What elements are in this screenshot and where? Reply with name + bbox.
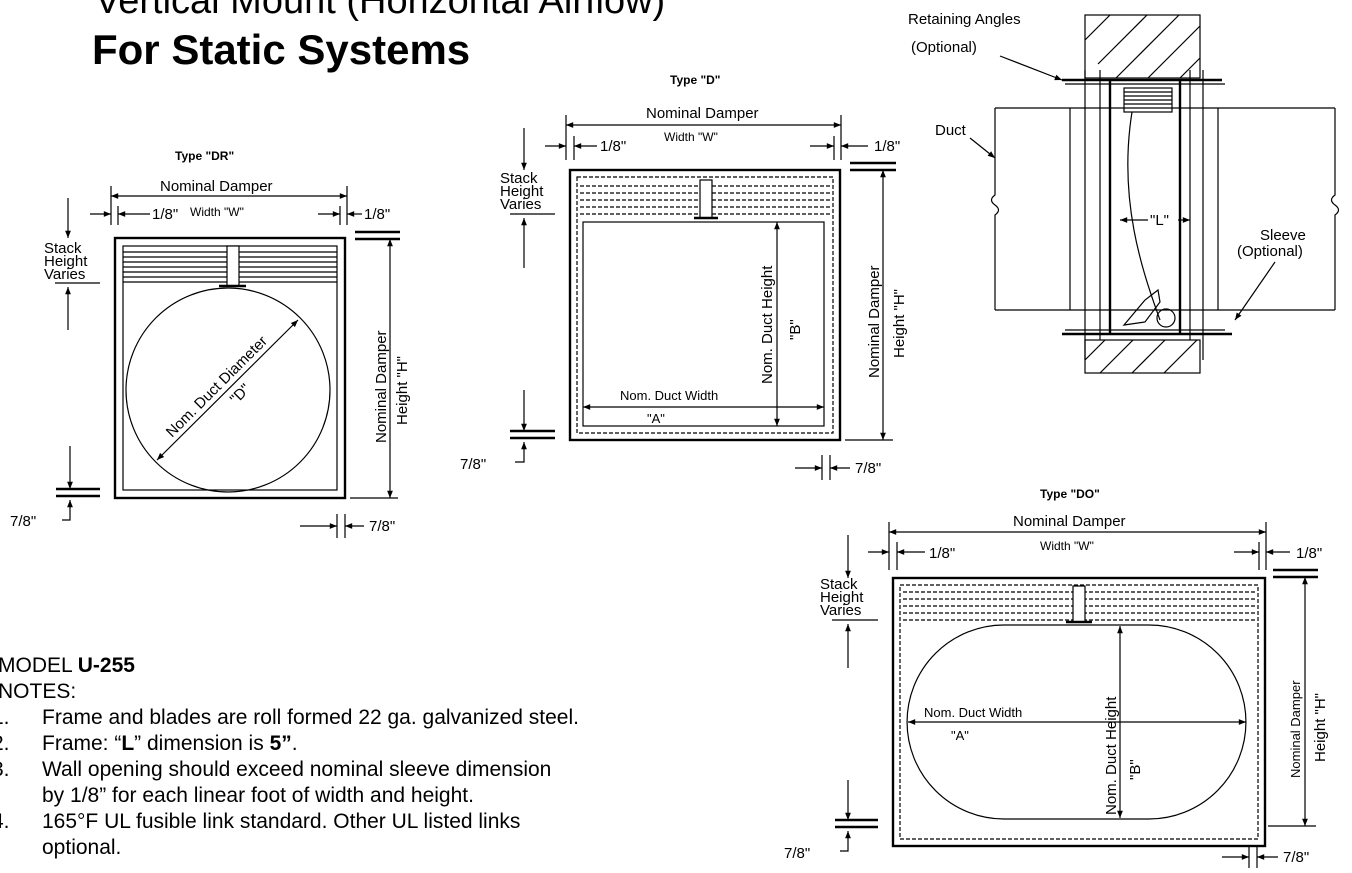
type-d-stack-1: Stack bbox=[500, 170, 538, 187]
type-dr-seven-eighths-left: 7/8" bbox=[10, 513, 36, 530]
type-do-seven-eighths-left: 7/8" bbox=[784, 845, 810, 862]
type-d-stack-3: Varies bbox=[500, 196, 541, 213]
type-do-seven-eighths-right: 7/8" bbox=[1283, 849, 1309, 866]
section-retaining-2: (Optional) bbox=[911, 39, 977, 56]
type-dr-nominal-damper: Nominal Damper bbox=[160, 178, 273, 195]
type-do-eighth-left: 1/8" bbox=[929, 545, 955, 562]
note-text: Frame and blades are roll formed 22 ga. … bbox=[42, 706, 579, 729]
type-d-b-label: "B" bbox=[787, 319, 804, 340]
section-duct-label: Duct bbox=[935, 122, 967, 139]
notes-heading: NOTES: bbox=[0, 680, 77, 703]
type-dr-nom-damper-v: Nominal Damper bbox=[373, 330, 390, 443]
type-d-height-h: Height "H" bbox=[891, 289, 908, 358]
type-dr-duct-circle bbox=[125, 287, 331, 493]
type-do-width-w: Width "W" bbox=[1040, 539, 1094, 553]
type-dr-diagram: Type "DR" Nominal Damper 1/8" Width "W" … bbox=[10, 149, 411, 538]
type-d-duct-height: Nom. Duct Height bbox=[759, 265, 776, 384]
type-d-diagram: Type "D" Nominal Damper 1/8" Width "W" 1… bbox=[460, 73, 908, 480]
note-item: 2.Frame: “L” dimension is 5”. bbox=[0, 732, 298, 755]
type-d-a-label: "A" bbox=[647, 411, 665, 426]
page-title-line-1: Vertical Mount (Horizontal Airflow) bbox=[95, 0, 666, 22]
type-do-label: Type "DO" bbox=[1040, 487, 1100, 501]
notes-block: MODEL U-255 NOTES: 1.Frame and blades ar… bbox=[0, 653, 758, 861]
type-dr-frame bbox=[113, 236, 347, 500]
type-dr-diameter: Nom. Duct Diameter bbox=[163, 333, 271, 441]
type-do-nom-damper-v: Nominal Damper bbox=[1288, 680, 1303, 778]
section-retaining-1: Retaining Angles bbox=[908, 11, 1021, 28]
model-prefix: MODEL bbox=[0, 654, 78, 677]
type-do-duct-height: Nom. Duct Height bbox=[1103, 696, 1120, 815]
type-d-eighth-left: 1/8" bbox=[600, 138, 626, 155]
type-d-nominal-damper: Nominal Damper bbox=[646, 105, 759, 122]
type-do-nominal-damper: Nominal Damper bbox=[1013, 513, 1126, 530]
type-do-stack-2: Height bbox=[820, 589, 864, 606]
model-line: MODEL U-255 bbox=[0, 653, 758, 679]
type-dr-height-h: Height "H" bbox=[394, 356, 411, 425]
type-dr-stack-2: Height bbox=[44, 253, 88, 270]
type-do-diagram: Type "DO" Nominal Damper 1/8" Width "W" … bbox=[784, 487, 1329, 868]
type-do-height-h: Height "H" bbox=[1312, 693, 1329, 762]
section-l-label: "L" bbox=[1150, 212, 1169, 229]
type-d-duct-width: Nom. Duct Width bbox=[620, 388, 718, 403]
page-title-line-2: For Static Systems bbox=[92, 26, 471, 73]
type-d-seven-eighths-right: 7/8" bbox=[855, 460, 881, 477]
section-sleeve-1: Sleeve bbox=[1260, 227, 1306, 244]
type-dr-eighth-right: 1/8" bbox=[364, 206, 390, 223]
type-do-b-label: "B" bbox=[1127, 759, 1144, 780]
type-do-frame bbox=[891, 576, 1267, 848]
type-do-stack-1: Stack bbox=[820, 576, 858, 593]
type-d-eighth-right: 1/8" bbox=[874, 138, 900, 155]
note-item: 3.Wall opening should exceed nominal sle… bbox=[0, 758, 552, 807]
type-d-label: Type "D" bbox=[670, 73, 721, 87]
type-d-seven-eighths-left: 7/8" bbox=[460, 456, 486, 473]
type-dr-width-w: Width "W" bbox=[190, 205, 244, 219]
type-do-stack-3: Varies bbox=[820, 602, 861, 619]
type-d-frame bbox=[568, 168, 842, 442]
type-dr-seven-eighths-right: 7/8" bbox=[369, 518, 395, 535]
type-dr-stack-1: Stack bbox=[44, 240, 82, 257]
type-dr-stack-3: Varies bbox=[44, 266, 85, 283]
type-dr-eighth-left: 1/8" bbox=[152, 206, 178, 223]
type-d-width-w: Width "W" bbox=[664, 130, 718, 144]
note-item: 4.165°F UL fusible link standard. Other … bbox=[0, 810, 521, 859]
type-do-duct-width: Nom. Duct Width bbox=[924, 705, 1022, 720]
type-d-nom-damper-v: Nominal Damper bbox=[866, 265, 883, 378]
note-item: 1.Frame and blades are roll formed 22 ga… bbox=[0, 706, 579, 729]
model-name: U-255 bbox=[77, 654, 135, 677]
section-sleeve-2: (Optional) bbox=[1237, 243, 1303, 260]
type-do-eighth-right: 1/8" bbox=[1296, 545, 1322, 562]
type-do-duct-oval bbox=[906, 624, 1247, 820]
type-d-stack-2: Height bbox=[500, 183, 544, 200]
notes-list: 1.Frame and blades are roll formed 22 ga… bbox=[0, 705, 758, 861]
type-do-a-label: "A" bbox=[951, 728, 969, 743]
type-d-duct-rect bbox=[582, 221, 825, 427]
type-dr-label: Type "DR" bbox=[175, 149, 234, 163]
section-view: Retaining Angles (Optional) Duct bbox=[908, 11, 1340, 374]
